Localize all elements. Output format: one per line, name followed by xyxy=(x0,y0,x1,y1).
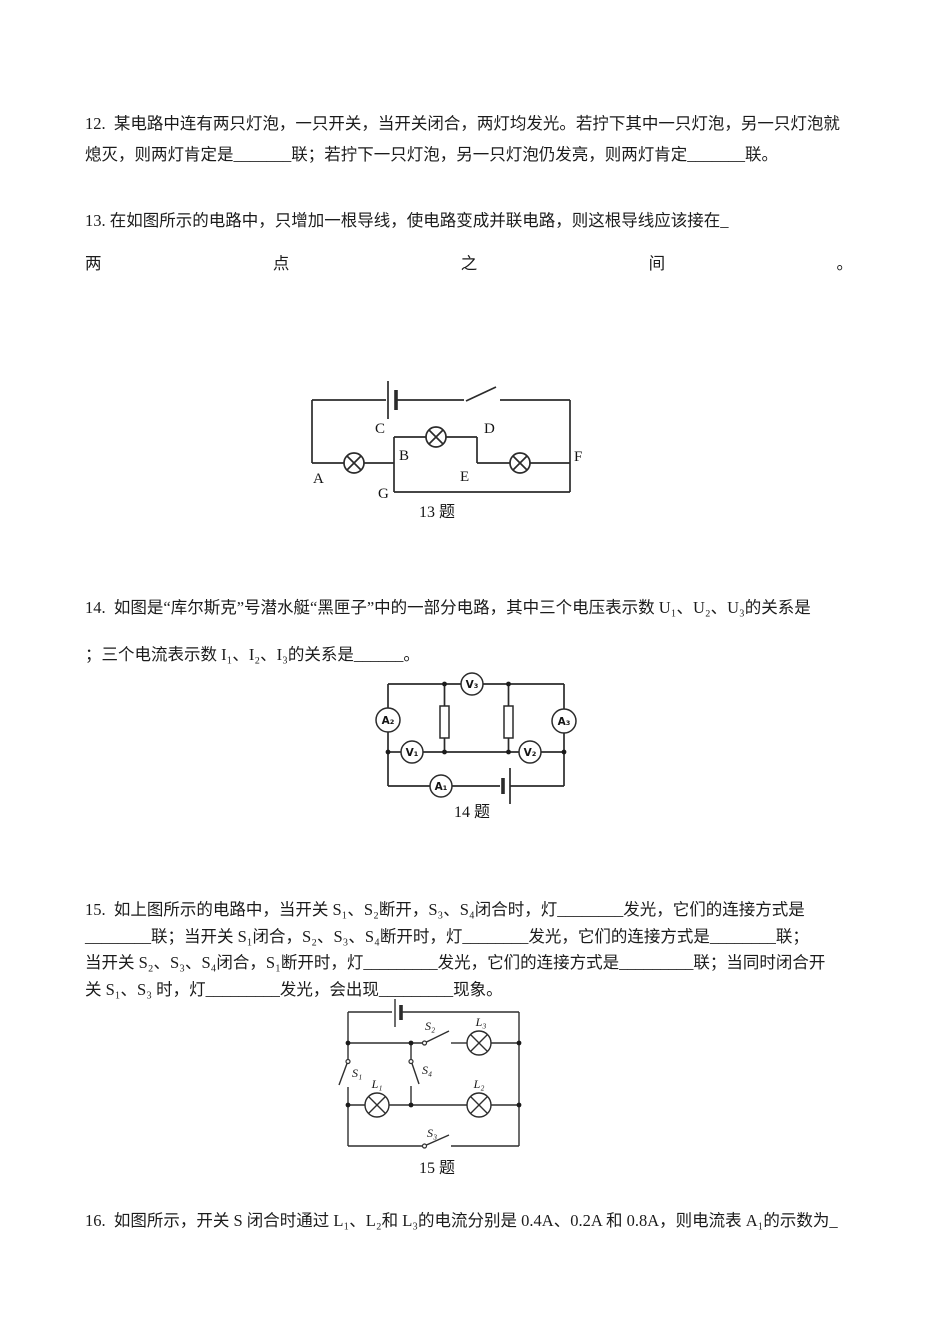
resistor-1 xyxy=(439,705,450,739)
circuit-15-caption: 15 题 xyxy=(419,1160,455,1177)
node-F-label: F xyxy=(574,449,582,465)
switch-s2-label: S₂ xyxy=(425,1019,435,1033)
q13-word-1: 两 xyxy=(85,254,102,273)
node-C-label: C xyxy=(375,421,385,437)
question-12-line-1: 12. 某电路中连有两只灯泡，一只开关，当开关闭合，两灯均发光。若拧下其中一只灯… xyxy=(85,114,840,133)
junction-dot xyxy=(506,681,511,687)
question-14: 14. 如图是“库尔斯克”号潜水艇“黑匣子”中的一部分电路，其中三个电压表示数 … xyxy=(85,584,871,678)
ammeter-a1-label: A₁ xyxy=(435,781,448,793)
q13-word-3: 之 xyxy=(460,254,478,273)
switch-s1-label: S₁ xyxy=(352,1066,362,1080)
switch-s1-blade xyxy=(338,1063,348,1086)
junction-dot xyxy=(442,749,447,755)
junction-dot xyxy=(561,749,567,755)
node-G-label: G xyxy=(378,486,389,502)
switch-blade xyxy=(465,386,497,402)
voltmeter-v2-label: V₂ xyxy=(524,747,537,759)
question-15-line-2: ________联；当开关 S₁闭合，S₂、S₃、S₄断开时，灯________… xyxy=(85,926,809,946)
question-15-line-3: 当开关 S₂、S₃、S₄闭合，S₁断开时，灯_________发光，它们的连接方… xyxy=(85,953,826,972)
lamp-l1-label: L₁ xyxy=(371,1077,383,1091)
switch-s4-blade xyxy=(411,1063,420,1085)
q13-word-4: 间 xyxy=(648,254,666,273)
junction-dot xyxy=(345,1102,351,1108)
node-E-label: E xyxy=(460,469,469,485)
question-12-line-2: 熄灭，则两灯肯定是_______联；若拧下一只灯泡，另一只灯泡仍发亮，则两灯肯定… xyxy=(85,145,778,164)
lamp-l2-label: L₂ xyxy=(473,1077,485,1091)
junction-dot xyxy=(516,1040,522,1046)
switch-s2-blade xyxy=(426,1030,450,1043)
junction-dot xyxy=(345,1040,351,1046)
junction-dot xyxy=(506,749,511,755)
switch-s3-blade xyxy=(426,1134,450,1146)
switch-s1-contact xyxy=(345,1058,351,1065)
resistor-2 xyxy=(503,705,514,739)
question-13-line-1: 13. 在如图所示的电路中，只增加一根导线，使电路变成并联电路，则这根导线应该接… xyxy=(85,211,729,230)
question-14-line-1: 14. 如图是“库尔斯克”号潜水艇“黑匣子”中的一部分电路，其中三个电压表示数 … xyxy=(85,598,811,617)
junction-dot xyxy=(516,1102,522,1108)
lamp-CD-cross xyxy=(428,429,444,445)
switch-s4-contact xyxy=(408,1058,414,1065)
circuit-14-diagram: V₃ A₂ A₃ V₁ V₂ A₁ xyxy=(375,672,577,821)
question-12: 12. 某电路中连有两只灯泡，一只开关，当开关闭合，两灯均发光。若拧下其中一只灯… xyxy=(85,108,871,170)
switch-s3-contact xyxy=(421,1143,428,1149)
question-15-line-1: 15. 如上图所示的电路中，当开关 S₁、S₂断开，S₃、S₄闭合时，灯____… xyxy=(85,900,805,919)
lamp-AB-cross xyxy=(346,455,362,471)
ammeter-a2-label: A₂ xyxy=(382,715,395,727)
voltmeter-v3 xyxy=(460,672,484,696)
junction-dot xyxy=(408,1102,414,1108)
question-15-line-4: 关 S₁、S₃ 时，灯_________发光，会出现_________现象。 xyxy=(85,979,503,999)
switch-s3-label: S₃ xyxy=(427,1126,437,1140)
junction-dot xyxy=(385,749,391,755)
lamp-l2-cross xyxy=(470,1096,488,1114)
switch-s2-contact xyxy=(421,1040,428,1046)
question-13-line-2: 两 点 之 间 。 xyxy=(85,250,853,274)
question-15: 15. 如上图所示的电路中，当开关 S₁、S₂断开，S₃、S₄闭合时，灯____… xyxy=(85,897,871,1003)
voltmeter-v3-label: V₃ xyxy=(466,679,479,691)
node-B-label: B xyxy=(399,448,409,464)
ammeter-a3-label: A₃ xyxy=(558,716,571,728)
voltmeter-v1-label: V₁ xyxy=(406,747,419,759)
circuit-15-diagram: S₁ S₂ S₃ S₄ L₁ L₂ L₃ 15 题 xyxy=(338,999,522,1177)
q13-word-2: 点 xyxy=(272,254,290,273)
question-14-line-2: ；三个电流表示数 I₁、I₂、I₃的关系是______。 xyxy=(85,645,420,664)
junction-dot xyxy=(408,1040,414,1046)
circuit-13-caption: 13 题 xyxy=(419,504,455,521)
lamp-EF-cross xyxy=(512,455,528,471)
node-A-label: A xyxy=(313,471,324,487)
q13-word-5: 。 xyxy=(836,254,854,273)
node-D-label: D xyxy=(484,421,495,437)
junction-dot xyxy=(442,681,447,687)
lamp-l1-cross xyxy=(368,1096,386,1114)
switch-s4-label: S₄ xyxy=(422,1063,432,1077)
lamp-l3-label: L₃ xyxy=(475,1015,487,1029)
question-16-line-1: 16. 如图所示，开关 S 闭合时通过 L₁、L₂和 L₃的电流分别是 0.4A… xyxy=(85,1211,838,1230)
circuit-14-caption: 14 题 xyxy=(454,804,490,821)
circuit-13-diagram: A B C D E F G 13 题 xyxy=(311,381,582,521)
lamp-l3-cross xyxy=(470,1034,488,1052)
